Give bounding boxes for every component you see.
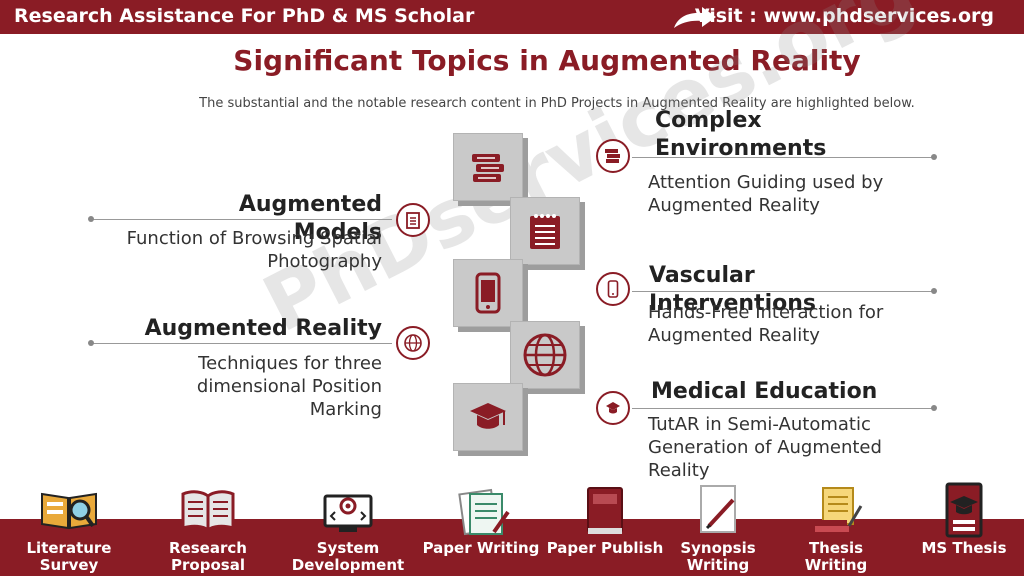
connector-line [632, 408, 934, 409]
books-icon [472, 154, 504, 182]
paper-writing-icon [458, 488, 510, 536]
service-label: Research Proposal [169, 539, 247, 574]
graduation-cap-icon [470, 403, 506, 429]
thesis-writing-icon [813, 487, 863, 532]
connector-line [92, 343, 392, 344]
cube-notepad [510, 197, 580, 265]
connector-dot [88, 216, 94, 222]
cube-books [453, 133, 523, 201]
topic-title-complex-environments: Complex Environments [655, 108, 827, 161]
topic-desc-vascular-interventions: Hands-Free Interaction for Augmented Rea… [648, 302, 884, 346]
page-title: Significant Topics in Augmented Reality [233, 44, 861, 77]
mobile-icon [475, 272, 501, 314]
services-bar [0, 519, 1024, 576]
topic-title-augmented-models: Augmented Models [238, 192, 382, 245]
service-paper-writing[interactable]: Paper Writing [421, 482, 541, 557]
connector-dot [931, 288, 937, 294]
topic-title-medical-education: Medical Education [651, 379, 878, 404]
service-label: MS Thesis [921, 539, 1007, 557]
topic-desc-complex-environments: Attention Guiding used by Augmented Real… [648, 172, 884, 216]
service-label: Paper Publish [546, 539, 664, 557]
topic-title-vascular-interventions: Vascular Interventions [649, 263, 816, 316]
research-proposal-icon [181, 490, 235, 534]
connector-dot [931, 405, 937, 411]
page-subtitle: The substantial and the notable research… [199, 96, 915, 111]
service-system-development[interactable]: System Development [288, 482, 408, 574]
service-synopsis-writing[interactable]: Synopsis Writing [658, 482, 778, 574]
service-label: Paper Writing [422, 539, 540, 557]
mobile-icon [607, 280, 619, 298]
graduation-cap-icon [606, 402, 620, 414]
connector-dot [931, 154, 937, 160]
cube-globe [510, 321, 580, 389]
service-paper-publish[interactable]: Paper Publish [545, 482, 665, 557]
website-link[interactable]: Visit : www.phdservices.org [694, 5, 994, 27]
globe-icon [523, 333, 567, 377]
topic-icon-mobile [596, 272, 630, 306]
paper-publish-icon [587, 487, 623, 534]
topic-desc-augmented-reality: Techniques for three dimensional Positio… [196, 353, 382, 420]
header-title: Research Assistance For PhD & MS Scholar [14, 5, 475, 27]
topic-icon-globe [396, 326, 430, 360]
service-literature-survey[interactable]: Literature Survey [9, 482, 129, 574]
service-research-proposal[interactable]: Research Proposal [148, 482, 268, 574]
notepad-icon [406, 212, 420, 229]
globe-icon [404, 334, 422, 352]
topic-desc-augmented-models: Function of Browsing Spatial Photography [126, 228, 382, 272]
service-label: Thesis Writing [804, 539, 868, 574]
connector-line [632, 157, 934, 158]
topic-icon-graduation-cap [596, 391, 630, 425]
cube-mobile [453, 259, 523, 327]
topic-desc-medical-education: TutAR in Semi-Automatic Generation of Au… [648, 414, 882, 481]
notepad-icon [530, 214, 560, 249]
topic-icon-books [596, 139, 630, 173]
header-bar: Research Assistance For PhD & MS Scholar… [0, 0, 1024, 34]
books-icon [605, 149, 620, 163]
topic-icon-notepad [396, 203, 430, 237]
system-development-icon [323, 494, 373, 532]
service-ms-thesis[interactable]: MS Thesis [904, 482, 1024, 557]
service-thesis-writing[interactable]: Thesis Writing [776, 482, 896, 574]
topic-title-augmented-reality: Augmented Reality [144, 316, 382, 341]
arrow-icon [674, 7, 716, 28]
literature-survey-icon [41, 492, 97, 530]
service-label: Literature Survey [26, 539, 112, 574]
connector-line [92, 219, 392, 220]
cube-graduation-cap [453, 383, 523, 451]
connector-line [632, 291, 934, 292]
connector-dot [88, 340, 94, 346]
ms-thesis-icon [945, 482, 983, 538]
service-label: Synopsis Writing [680, 539, 756, 574]
service-label: System Development [291, 539, 405, 574]
synopsis-writing-icon [700, 485, 736, 533]
